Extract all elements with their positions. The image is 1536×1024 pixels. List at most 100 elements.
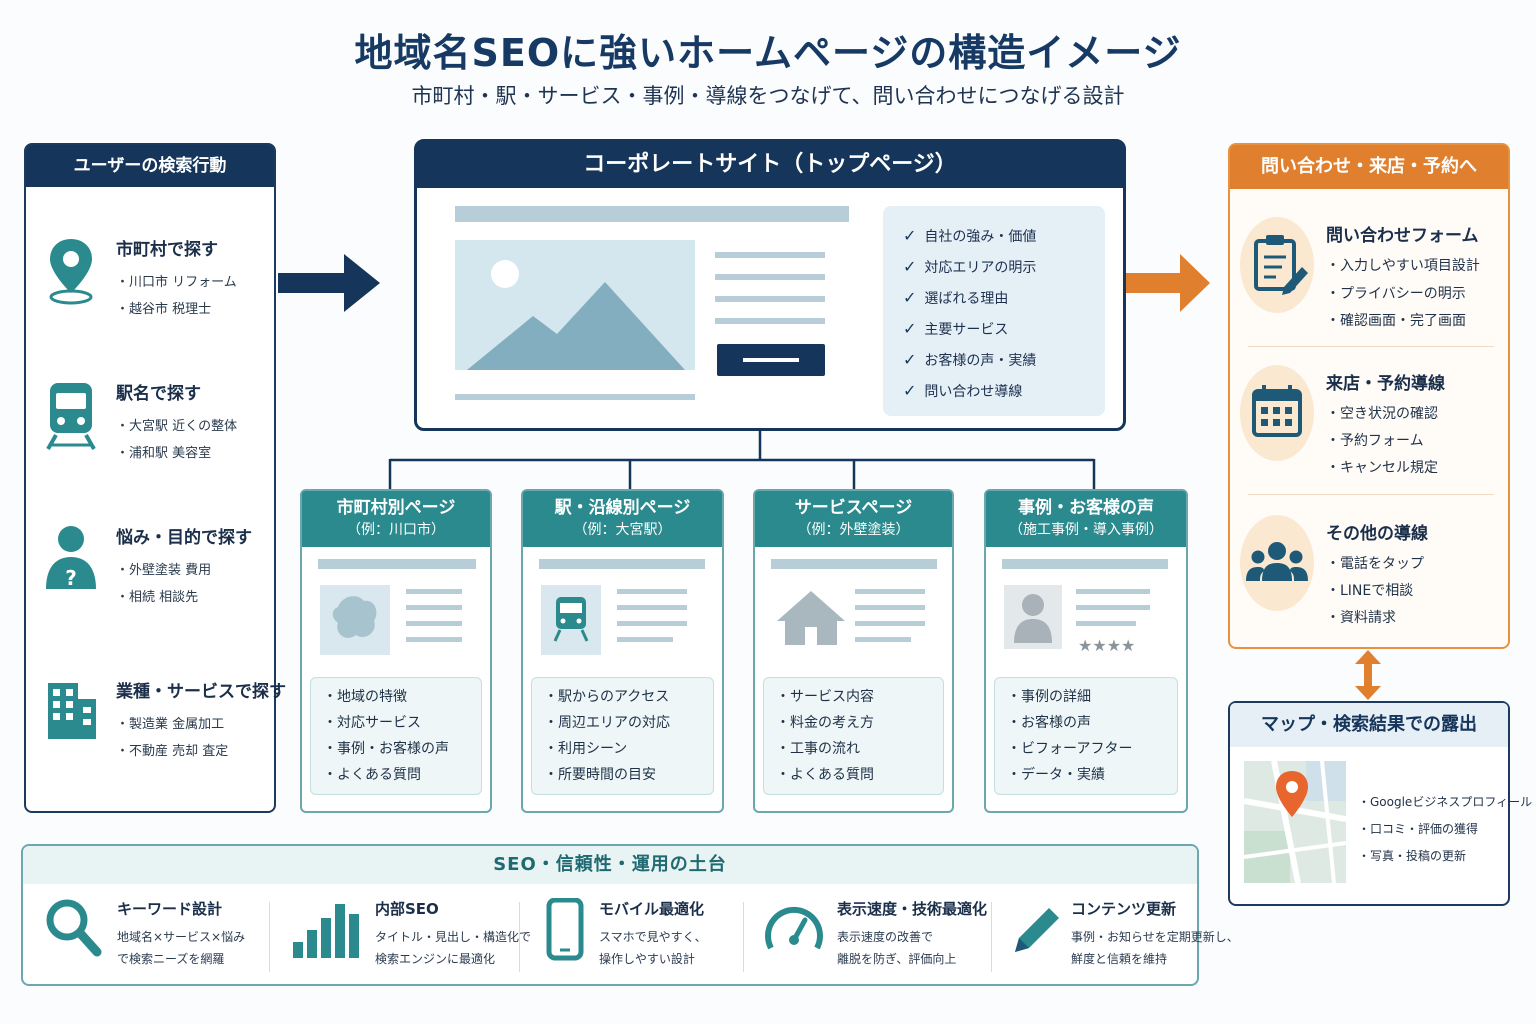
check-item: ✓対応エリアの明示 <box>903 257 1037 276</box>
check-icon: ✓ <box>903 288 917 307</box>
bar-chart-icon <box>293 904 359 958</box>
block-item: ・大宮駅 近くの整体 <box>116 419 238 434</box>
block-desc: 離脱を防ぎ、評価向上 <box>837 952 957 966</box>
check-icon: ✓ <box>903 350 917 369</box>
block-item: ・外壁塗装 費用 <box>116 563 212 578</box>
card-list: ・駅からのアクセス ・周辺エリアの対応 ・利用シーン ・所要時間の目安 <box>531 677 714 795</box>
divider <box>743 902 744 972</box>
block-desc: タイトル・見出し・構造化で <box>375 930 532 944</box>
block-item: ・予約フォーム <box>1326 433 1424 449</box>
card-header: 市町村別ページ（例：川口市） <box>302 491 490 547</box>
check-item: ✓問い合わせ導線 <box>903 381 1023 400</box>
service-page-card: サービスページ（例：外壁塗装） ・サービス内容 ・料金の考え方 ・工事の流れ ・… <box>753 489 954 813</box>
icon-circle <box>1240 515 1314 611</box>
check-item: ✓選ばれる理由 <box>903 288 1009 307</box>
train-icon <box>46 383 96 450</box>
check-icon: ✓ <box>903 381 917 400</box>
city-page-card: 市町村別ページ（例：川口市） ・地域の特徴 ・対応サービス ・事例・お客様の声 … <box>300 489 492 813</box>
card-header: 駅・沿線別ページ（例：大宮駅） <box>523 491 722 547</box>
block-item: ・電話をタップ <box>1326 556 1424 572</box>
list-item: ・工事の流れ <box>776 741 860 757</box>
building-icon <box>48 683 96 739</box>
check-icon: ✓ <box>903 319 917 338</box>
block-item: ・入力しやすい項目設計 <box>1326 258 1480 274</box>
list-item: ・事例・お客様の声 <box>323 741 449 757</box>
block-item: ・LINEで相談 <box>1326 583 1414 599</box>
block-title: 駅名で探す <box>116 384 201 404</box>
list-item: ・駅からのアクセス <box>544 689 670 705</box>
block-item: ・確認画面・完了画面 <box>1326 313 1466 329</box>
inquiry-header: 問い合わせ・来店・予約へ <box>1230 145 1508 189</box>
station-page-card: 駅・沿線別ページ（例：大宮駅） ・駅からのアクセス ・周辺エリアの対応 ・利用シ… <box>521 489 724 813</box>
web-page-mockup <box>455 206 849 400</box>
list-item: ・データ・実績 <box>1007 767 1105 783</box>
foundation-header: SEO・信頼性・運用の土台 <box>23 846 1197 884</box>
block-item: ・キャンセル規定 <box>1326 460 1438 476</box>
check-icon: ✓ <box>903 257 917 276</box>
block-title: 来店・予約導線 <box>1326 374 1445 394</box>
list-item: ・事例の詳細 <box>1007 689 1091 705</box>
card-list: ・地域の特徴 ・対応サービス ・事例・お客様の声 ・よくある質問 <box>310 677 482 795</box>
map-thumbnail <box>1244 761 1346 883</box>
page-subtitle: 市町村・駅・サービス・事例・導線をつなげて、問い合わせにつなげる設計 <box>411 84 1125 108</box>
person-icon <box>1014 594 1052 643</box>
card-list: ・事例の詳細 ・お客様の声 ・ビフォーアフター ・データ・実績 <box>994 677 1178 795</box>
icon-circle <box>1240 217 1314 313</box>
list-item: ・よくある質問 <box>323 767 421 783</box>
inquiry-form-block: 問い合わせフォーム ・入力しやすい項目設計 ・プライバシーの明示 ・確認画面・完… <box>1238 217 1502 337</box>
block-desc: 鮮度と信頼を維持 <box>1071 952 1168 966</box>
block-title: キーワード設計 <box>117 900 223 918</box>
block-title: 市町村で探す <box>116 240 218 260</box>
block-title: 内部SEO <box>375 900 439 918</box>
block-item: ・プライバシーの明示 <box>1326 286 1466 302</box>
list-item: ・利用シーン <box>544 741 628 757</box>
list-item: ・よくある質問 <box>776 767 874 783</box>
rating-stars-icon: ★★★★ <box>1078 636 1135 655</box>
block-title: コンテンツ更新 <box>1071 900 1177 918</box>
block-item: ・資料請求 <box>1326 610 1396 626</box>
inquiry-panel: 問い合わせ・来店・予約へ 問い合わせフォーム ・入力しやすい項目設計 ・プライバ… <box>1228 143 1510 649</box>
smartphone-icon <box>546 898 584 961</box>
arrow-right-icon <box>278 252 382 314</box>
block-item: ・越谷市 税理士 <box>116 302 212 317</box>
list-item: ・料金の考え方 <box>776 715 874 731</box>
divider <box>1248 346 1494 347</box>
block-desc: スマホで見やすく、 <box>599 930 707 944</box>
block-title: 業種・サービスで探す <box>116 682 286 702</box>
check-item: ✓自社の強み・価値 <box>903 226 1037 245</box>
area-map-icon <box>332 596 377 638</box>
map-exposure-panel: マップ・検索結果での露出 ・Googleビジネスプロフィール ・口コミ・評価の獲… <box>1228 701 1532 906</box>
check-item: ✓主要サービス <box>903 319 1009 338</box>
user-behavior-header: ユーザーの検索行動 <box>26 145 274 187</box>
block-item: ・空き状況の確認 <box>1326 406 1438 422</box>
reservation-block: 来店・予約導線 ・空き状況の確認 ・予約フォーム ・キャンセル規定 <box>1238 365 1502 485</box>
check-icon: ✓ <box>903 226 917 245</box>
station-page-mockup <box>539 559 705 655</box>
block-item: ・相続 相談先 <box>116 590 199 605</box>
block-title: モバイル最適化 <box>599 900 705 918</box>
double-arrow-icon <box>1353 650 1383 700</box>
block-item: ・製造業 金属加工 <box>116 717 225 732</box>
map-item: ・Googleビジネスプロフィール <box>1358 795 1533 809</box>
other-channels-block: その他の導線 ・電話をタップ ・LINEで相談 ・資料請求 <box>1238 515 1502 635</box>
list-item: ・所要時間の目安 <box>544 767 656 783</box>
block-title: 表示速度・技術最適化 <box>837 900 988 918</box>
list-item: ・対応サービス <box>323 715 421 731</box>
service-page-mockup <box>771 559 937 645</box>
block-title: 問い合わせフォーム <box>1326 226 1479 246</box>
block-desc: 地域名×サービス×悩み <box>117 930 246 944</box>
map-pin-icon <box>49 239 93 305</box>
foundation-panel: SEO・信頼性・運用の土台 キーワード設計 地域名×サービス×悩み で検索ニーズ… <box>21 844 1239 986</box>
icon-circle <box>1240 365 1314 461</box>
corporate-site-panel: コーポレートサイト（トップページ） ✓自社の強み・価値 ✓対応エリアの明示 ✓選… <box>414 139 1126 431</box>
list-item: ・ビフォーアフター <box>1007 741 1133 757</box>
block-desc: 事例・お知らせを定期更新し、 <box>1071 930 1239 944</box>
user-behavior-panel: ユーザーの検索行動 市町村で探す ・川口市 リフォーム ・越谷市 税理士 駅名で… <box>24 143 286 813</box>
block-title: 悩み・目的で探す <box>116 528 252 548</box>
pencil-icon <box>1015 908 1059 952</box>
house-icon <box>777 591 845 645</box>
block-desc: 操作しやすい設計 <box>599 952 695 966</box>
train-icon <box>553 597 589 642</box>
case-page-mockup: ★★★★ <box>1002 559 1168 655</box>
list-item: ・周辺エリアの対応 <box>544 715 670 731</box>
